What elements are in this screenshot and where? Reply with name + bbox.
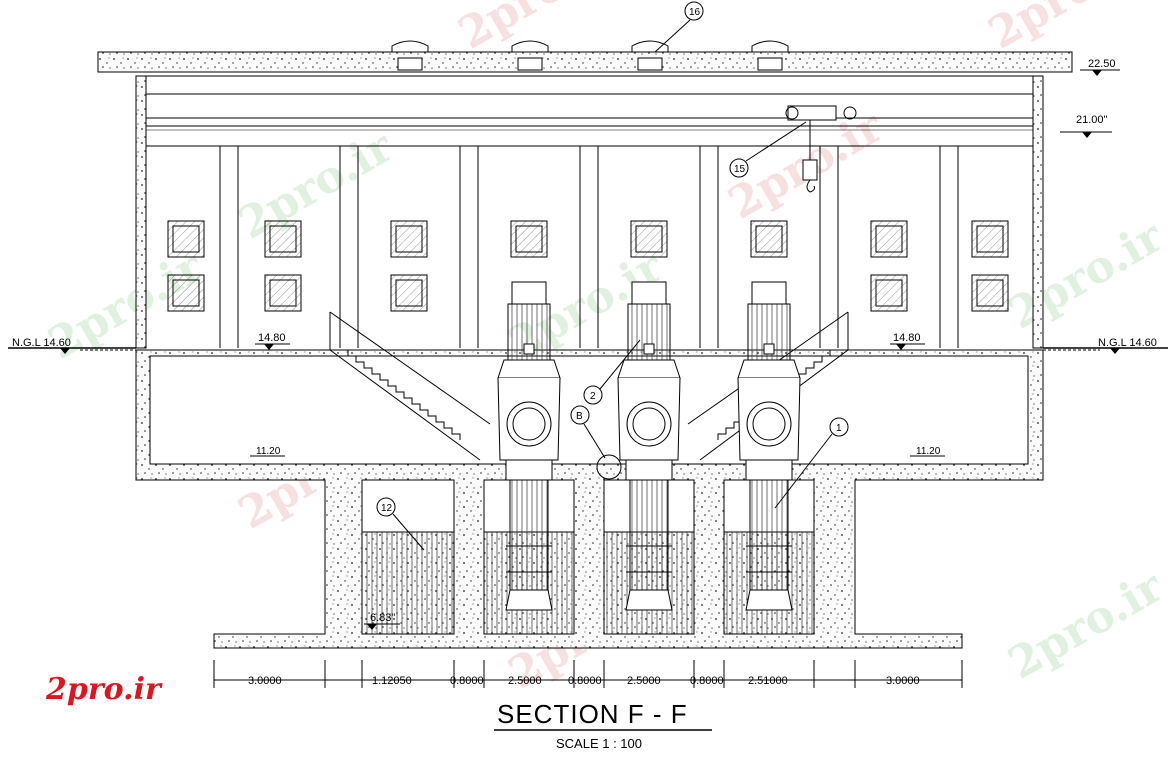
- tag-b: B: [576, 411, 583, 422]
- level-crane: 21.00": [1076, 114, 1108, 126]
- dimension-line: [213, 660, 963, 688]
- level-floor-left: 14.80: [258, 332, 286, 344]
- title-block: SECTION F - F SCALE 1 : 100: [494, 699, 712, 751]
- pump-2: [617, 281, 681, 611]
- substructure: [135, 349, 1044, 649]
- dim-1: 3.0000: [248, 675, 282, 687]
- level-ngl-right: N.G.L 14.60: [1098, 337, 1157, 349]
- windows: [167, 220, 1009, 312]
- roof: [97, 40, 1073, 73]
- svg-text:2pro.ir: 2pro.ir: [1000, 561, 1172, 690]
- level-markers: 22.50 21.00" N.G.L 14.60 N.G.L 14.60 14.…: [12, 58, 1157, 630]
- dimension-labels: 3.0000 1.12050 0.8000 2.5000 0.8000 2.50…: [248, 675, 920, 687]
- dim-3: 0.8000: [450, 675, 484, 687]
- dim-5: 0.8000: [568, 675, 602, 687]
- level-roof: 22.50: [1088, 58, 1116, 70]
- level-sump: 6.83": [370, 612, 395, 624]
- pump-1: [497, 281, 561, 611]
- tag-2: 2: [590, 391, 596, 402]
- roof-ventilators: [391, 40, 789, 71]
- dim-7: 0.8000: [690, 675, 724, 687]
- svg-text:2pro.ir: 2pro.ir: [1000, 211, 1172, 340]
- level-ngl-left: N.G.L 14.60: [12, 337, 71, 349]
- building-walls: [135, 75, 1044, 349]
- level-pit-left: 11.20: [256, 446, 281, 457]
- dim-6: 2.5000: [627, 675, 661, 687]
- dim-8: 2.51000: [748, 675, 788, 687]
- tag-1: 1: [836, 423, 842, 434]
- logo: 2pro.ir: [46, 672, 161, 707]
- level-floor-right: 14.80: [893, 332, 921, 344]
- dim-2: 1.12050: [372, 675, 412, 687]
- level-pit-right: 11.20: [916, 446, 941, 457]
- svg-text:2pro.ir: 2pro.ir: [230, 121, 402, 250]
- pumps: [497, 281, 801, 611]
- callout-labels: 16 15 12 2 B 1: [381, 7, 842, 514]
- dim-4: 2.5000: [508, 675, 542, 687]
- dim-9: 3.0000: [886, 675, 920, 687]
- callouts: [376, 1, 849, 551]
- tag-12: 12: [381, 503, 393, 514]
- tag-15: 15: [734, 164, 746, 175]
- tag-16: 16: [689, 7, 701, 18]
- scale-label: SCALE 1 : 100: [556, 736, 642, 751]
- svg-text:2pro.ir: 2pro.ir: [980, 0, 1152, 60]
- section-title: SECTION F - F: [497, 699, 688, 729]
- pump-3: [737, 281, 801, 611]
- ground-line: [8, 347, 1168, 351]
